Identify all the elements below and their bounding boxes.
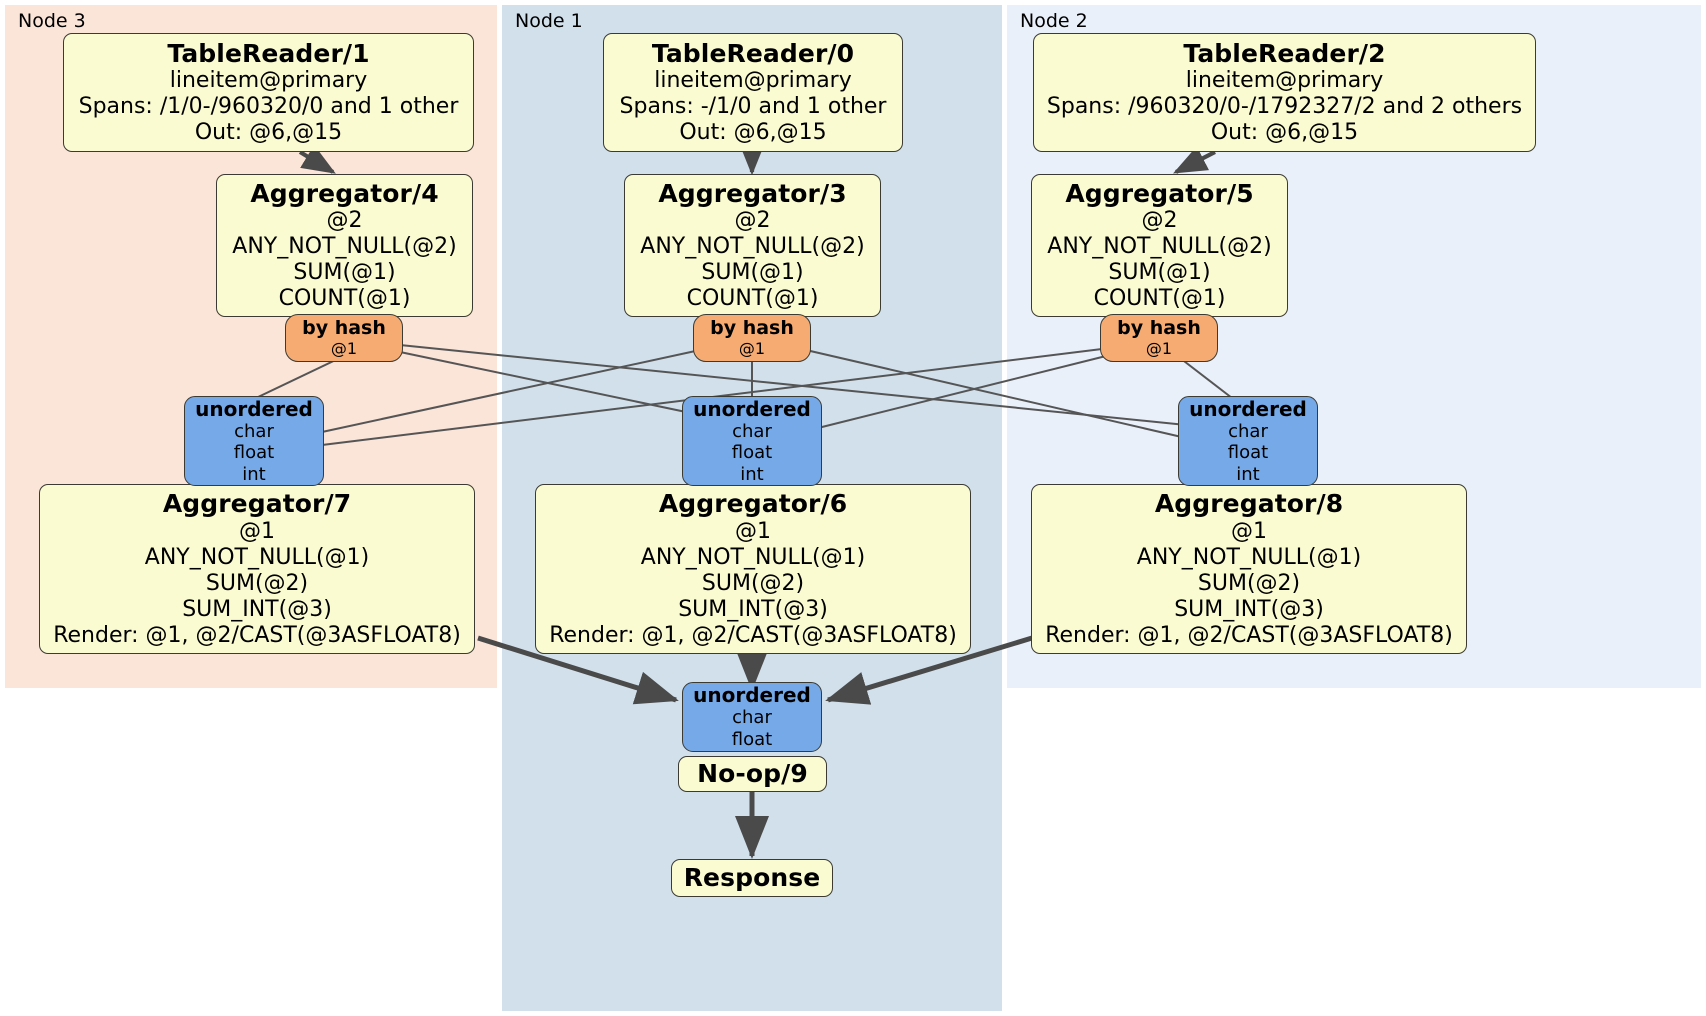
node-detail: ANY_NOT_NULL(@2) bbox=[640, 234, 865, 260]
sync-title: unordered bbox=[693, 396, 811, 421]
node-detail: Out: @6,@15 bbox=[194, 120, 343, 146]
node-detail: COUNT(@1) bbox=[1093, 286, 1226, 312]
node-detail: SUM(@2) bbox=[701, 570, 805, 596]
synchronizer-unordered-right[interactable]: unordered char float int bbox=[1178, 396, 1318, 486]
node-detail: SUM(@1) bbox=[1108, 260, 1211, 286]
node-detail: @2 bbox=[1141, 208, 1178, 234]
sync-title: unordered bbox=[693, 683, 811, 708]
sync-title: unordered bbox=[1189, 396, 1307, 421]
router-by-hash-right[interactable]: by hash @1 bbox=[1100, 314, 1218, 362]
node-detail: lineitem@primary bbox=[654, 68, 852, 94]
node-detail: SUM(@1) bbox=[701, 260, 804, 286]
region-label-node-1: Node 1 bbox=[515, 10, 583, 32]
node-title: Aggregator/5 bbox=[1065, 178, 1254, 208]
processor-aggregator-8[interactable]: Aggregator/8 @1 ANY_NOT_NULL(@1) SUM(@2)… bbox=[1031, 484, 1467, 654]
processor-aggregator-5[interactable]: Aggregator/5 @2 ANY_NOT_NULL(@2) SUM(@1)… bbox=[1031, 174, 1288, 317]
router-detail: @1 bbox=[330, 338, 358, 358]
router-title: by hash bbox=[1117, 316, 1201, 339]
sync-detail: int bbox=[242, 463, 266, 485]
node-title: Aggregator/7 bbox=[162, 489, 352, 519]
region-label-node-3: Node 3 bbox=[18, 10, 86, 32]
processor-table-reader-0[interactable]: TableReader/0 lineitem@primary Spans: -/… bbox=[603, 33, 903, 152]
node-detail: lineitem@primary bbox=[1185, 68, 1384, 94]
node-detail: ANY_NOT_NULL(@2) bbox=[1047, 234, 1272, 260]
node-detail: ANY_NOT_NULL(@1) bbox=[1136, 544, 1362, 570]
node-detail: Spans: /960320/0-/1792327/2 and 2 others bbox=[1046, 94, 1523, 120]
node-detail: @1 bbox=[239, 518, 275, 544]
processor-aggregator-6[interactable]: Aggregator/6 @1 ANY_NOT_NULL(@1) SUM(@2)… bbox=[535, 484, 971, 654]
processor-aggregator-7[interactable]: Aggregator/7 @1 ANY_NOT_NULL(@1) SUM(@2)… bbox=[39, 484, 475, 654]
router-by-hash-center[interactable]: by hash @1 bbox=[693, 314, 811, 362]
node-detail: COUNT(@1) bbox=[278, 286, 411, 312]
synchronizer-unordered-final[interactable]: unordered char float bbox=[682, 682, 822, 752]
node-detail: SUM_INT(@3) bbox=[678, 596, 828, 622]
processor-no-op-9[interactable]: No-op/9 bbox=[678, 756, 827, 792]
node-detail: SUM_INT(@3) bbox=[1174, 596, 1324, 622]
router-title: by hash bbox=[302, 316, 386, 339]
router-title: by hash bbox=[710, 316, 794, 339]
sync-detail: char bbox=[732, 420, 772, 442]
synchronizer-unordered-center[interactable]: unordered char float int bbox=[682, 396, 822, 486]
node-title: Aggregator/3 bbox=[658, 178, 847, 208]
processor-table-reader-2[interactable]: TableReader/2 lineitem@primary Spans: /9… bbox=[1033, 33, 1536, 152]
node-detail: @1 bbox=[1231, 518, 1267, 544]
sync-detail: int bbox=[1236, 463, 1260, 485]
node-title: Aggregator/6 bbox=[658, 489, 848, 519]
node-detail: Render: @1, @2/CAST(@3ASFLOAT8) bbox=[1045, 622, 1453, 648]
processor-table-reader-1[interactable]: TableReader/1 lineitem@primary Spans: /1… bbox=[63, 33, 474, 152]
sync-detail: char bbox=[234, 420, 274, 442]
sync-detail: char bbox=[732, 707, 772, 729]
node-detail: Out: @6,@15 bbox=[679, 120, 827, 146]
sync-detail: float bbox=[731, 442, 773, 464]
processor-aggregator-3[interactable]: Aggregator/3 @2 ANY_NOT_NULL(@2) SUM(@1)… bbox=[624, 174, 881, 317]
node-title: Aggregator/4 bbox=[250, 178, 439, 208]
sync-detail: float bbox=[731, 729, 773, 750]
node-detail: @2 bbox=[734, 208, 771, 234]
sync-detail: float bbox=[233, 442, 275, 464]
node-title: Response bbox=[683, 863, 821, 893]
node-detail: ANY_NOT_NULL(@1) bbox=[144, 544, 370, 570]
router-detail: @1 bbox=[738, 338, 766, 358]
node-detail: Out: @6,@15 bbox=[1210, 120, 1359, 146]
sync-title: unordered bbox=[195, 396, 313, 421]
node-title: TableReader/1 bbox=[167, 38, 370, 68]
processor-response[interactable]: Response bbox=[671, 859, 833, 897]
node-title: TableReader/2 bbox=[1183, 38, 1386, 68]
region-label-node-2: Node 2 bbox=[1020, 10, 1088, 32]
node-detail: @2 bbox=[326, 208, 363, 234]
processor-aggregator-4[interactable]: Aggregator/4 @2 ANY_NOT_NULL(@2) SUM(@1)… bbox=[216, 174, 473, 317]
node-detail: SUM(@1) bbox=[293, 260, 396, 286]
node-detail: SUM(@2) bbox=[1197, 570, 1301, 596]
synchronizer-unordered-left[interactable]: unordered char float int bbox=[184, 396, 324, 486]
node-title: TableReader/0 bbox=[651, 38, 855, 68]
node-detail: Render: @1, @2/CAST(@3ASFLOAT8) bbox=[549, 622, 957, 648]
sync-detail: float bbox=[1227, 442, 1269, 464]
node-title: No-op/9 bbox=[697, 759, 808, 789]
node-detail: Spans: /1/0-/960320/0 and 1 other bbox=[78, 94, 459, 120]
sync-detail: char bbox=[1228, 420, 1268, 442]
node-detail: Render: @1, @2/CAST(@3ASFLOAT8) bbox=[53, 622, 461, 648]
node-detail: Spans: -/1/0 and 1 other bbox=[619, 94, 887, 120]
node-detail: ANY_NOT_NULL(@1) bbox=[640, 544, 866, 570]
node-detail: SUM(@2) bbox=[205, 570, 309, 596]
router-by-hash-left[interactable]: by hash @1 bbox=[285, 314, 403, 362]
node-detail: SUM_INT(@3) bbox=[182, 596, 332, 622]
router-detail: @1 bbox=[1145, 338, 1173, 358]
node-detail: @1 bbox=[735, 518, 771, 544]
node-detail: ANY_NOT_NULL(@2) bbox=[232, 234, 457, 260]
node-title: Aggregator/8 bbox=[1154, 489, 1344, 519]
node-detail: lineitem@primary bbox=[169, 68, 368, 94]
node-detail: COUNT(@1) bbox=[686, 286, 819, 312]
sync-detail: int bbox=[740, 463, 764, 485]
